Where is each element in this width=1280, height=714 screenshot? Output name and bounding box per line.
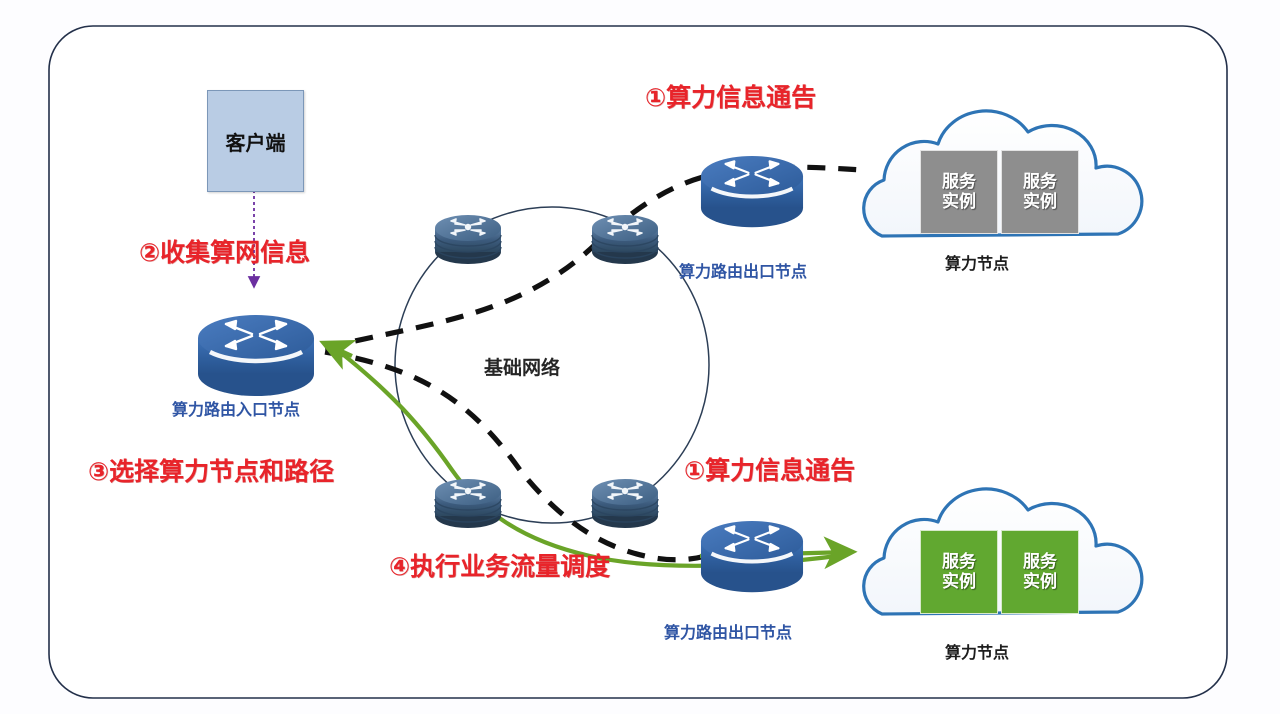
ingress-router-label: 算力路由入口节点 (172, 402, 301, 419)
service-instance-bottom-1-line1: 服务 (942, 552, 976, 572)
service-instance-top-1-line1: 服务 (942, 172, 976, 192)
step-1-top-label: ①算力信息通告 (645, 84, 817, 112)
service-instance-bottom-2[interactable]: 服务 实例 (1001, 530, 1079, 614)
egress-router-top-icon[interactable] (698, 154, 806, 230)
ingress-router-icon[interactable] (198, 315, 314, 396)
base-network-ring (394, 206, 710, 524)
advertise-path-top (324, 164, 863, 351)
traffic-schedule-arrow-to-ingress (319, 340, 357, 370)
compute-cloud-bottom-label: 算力节点 (945, 645, 1010, 662)
service-instance-top-2-line2: 实例 (1023, 192, 1057, 211)
step-2-label: ②收集算网信息 (139, 239, 311, 267)
base-network-label: 基础网络 (484, 358, 561, 379)
core-switch-bottom-left[interactable] (434, 478, 502, 529)
step-4-label: ④执行业务流量调度 (389, 553, 611, 581)
core-switch-top-left[interactable] (434, 214, 502, 265)
core-switch-bottom-right[interactable] (591, 478, 659, 529)
service-instance-bottom-2-line1: 服务 (1023, 552, 1057, 572)
service-instance-top-1[interactable]: 服务 实例 (920, 150, 998, 234)
compute-cloud-top-label: 算力节点 (945, 256, 1010, 273)
service-instance-top-1-line2: 实例 (942, 192, 976, 211)
egress-router-bottom-label: 算力路由出口节点 (664, 625, 793, 642)
service-instance-bottom-2-line2: 实例 (1023, 572, 1057, 591)
step-3-label: ③选择算力节点和路径 (88, 458, 335, 486)
egress-router-top-label: 算力路由出口节点 (679, 264, 808, 281)
step-1-bottom-label: ①算力信息通告 (684, 457, 856, 485)
service-instance-bottom-1[interactable]: 服务 实例 (920, 530, 998, 614)
core-switch-top-right[interactable] (591, 214, 659, 265)
client-box[interactable]: 客户端 (207, 90, 304, 192)
service-instance-top-2-line1: 服务 (1023, 172, 1057, 192)
service-instance-bottom-1-line2: 实例 (942, 572, 976, 591)
advertise-path-bottom (324, 349, 707, 563)
egress-router-bottom-icon[interactable] (698, 519, 806, 595)
service-instance-top-2[interactable]: 服务 实例 (1001, 150, 1079, 234)
client-label: 客户端 (225, 132, 286, 155)
